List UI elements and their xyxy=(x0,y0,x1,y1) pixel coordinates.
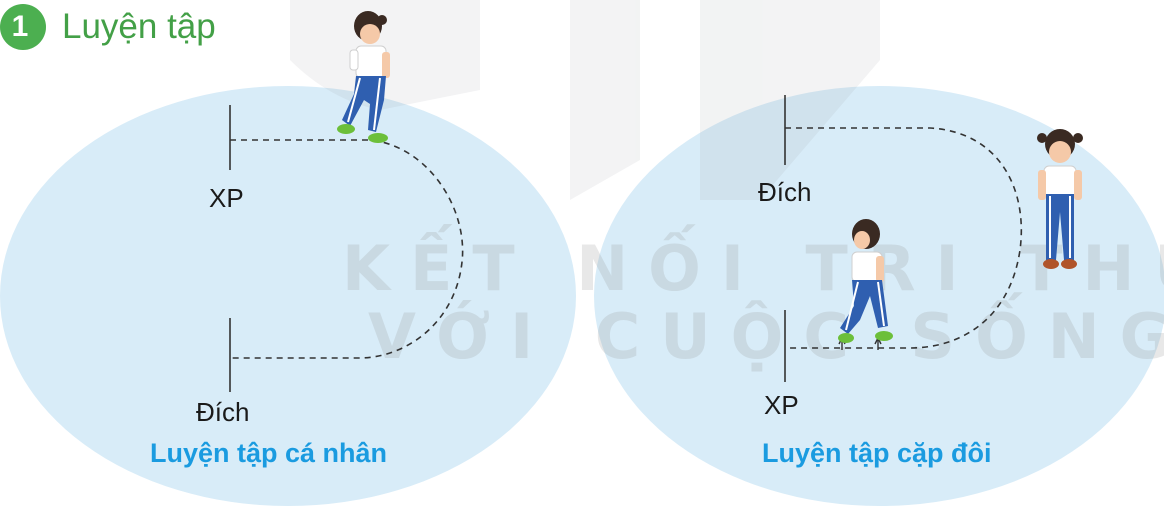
section-title: Luyện tập xyxy=(62,7,216,46)
left-dashed-path xyxy=(230,139,464,359)
watermark-line-1: KẾT NỐI TRI THỨC xyxy=(342,232,1164,305)
right-caption: Luyện tập cặp đôi xyxy=(762,438,992,468)
left-course xyxy=(229,105,464,392)
right-start-label: XP xyxy=(764,390,799,420)
section-number-badge: 1 xyxy=(0,4,46,50)
girl-standing-illustration xyxy=(1037,129,1083,269)
left-caption: Luyện tập cá nhân xyxy=(150,438,388,468)
right-finish-label: Đích xyxy=(758,177,812,207)
left-start-label: XP xyxy=(209,183,244,213)
girl-walking-illustration xyxy=(337,11,390,143)
watermark-line-2: VỚI CUỘC SỐNG xyxy=(368,300,1164,373)
left-panel-background xyxy=(0,86,576,506)
left-finish-label: Đích xyxy=(196,397,250,427)
boy-walking-illustration xyxy=(838,219,893,343)
